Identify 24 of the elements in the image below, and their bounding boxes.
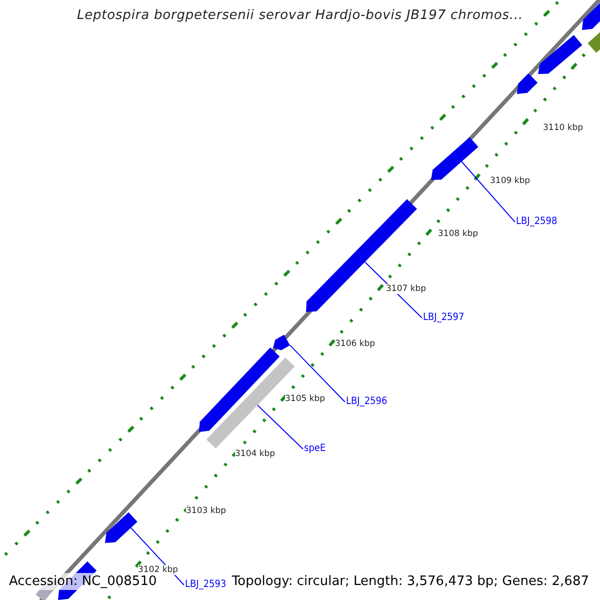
scale-label: 3110 kbp (543, 123, 584, 133)
gene-feature (105, 512, 138, 543)
gene-label: LBJ_2598 (516, 216, 558, 227)
scale-label: 3105 kbp (285, 394, 326, 404)
gene-label: LBJ_2593 (185, 579, 226, 590)
scale-label: 3104 kbp (235, 449, 276, 459)
gene-feature (199, 348, 280, 432)
gene-label: LBJ_2597 (423, 312, 464, 323)
scale-label: 3109 kbp (490, 176, 530, 186)
gene-feature (517, 73, 538, 94)
gene-feature (538, 35, 582, 74)
scale-label: 3107 kbp (386, 284, 426, 294)
leader-line (256, 404, 304, 450)
leader-line (289, 344, 346, 402)
title: Leptospira borgpetersenii serovar Hardjo-bovis JB197 chromos... (76, 8, 524, 23)
gene-feature (273, 334, 290, 350)
leader-line (461, 161, 516, 222)
gene-feature (582, 0, 600, 30)
scale-label: 3106 kbp (335, 339, 376, 349)
gene-label: speE (304, 443, 326, 454)
scale-label: 3108 kbp (438, 229, 478, 239)
gene-label: LBJ_2596 (346, 396, 388, 407)
scale-label: 3103 kbp (186, 506, 226, 516)
gene-feature (431, 137, 478, 180)
